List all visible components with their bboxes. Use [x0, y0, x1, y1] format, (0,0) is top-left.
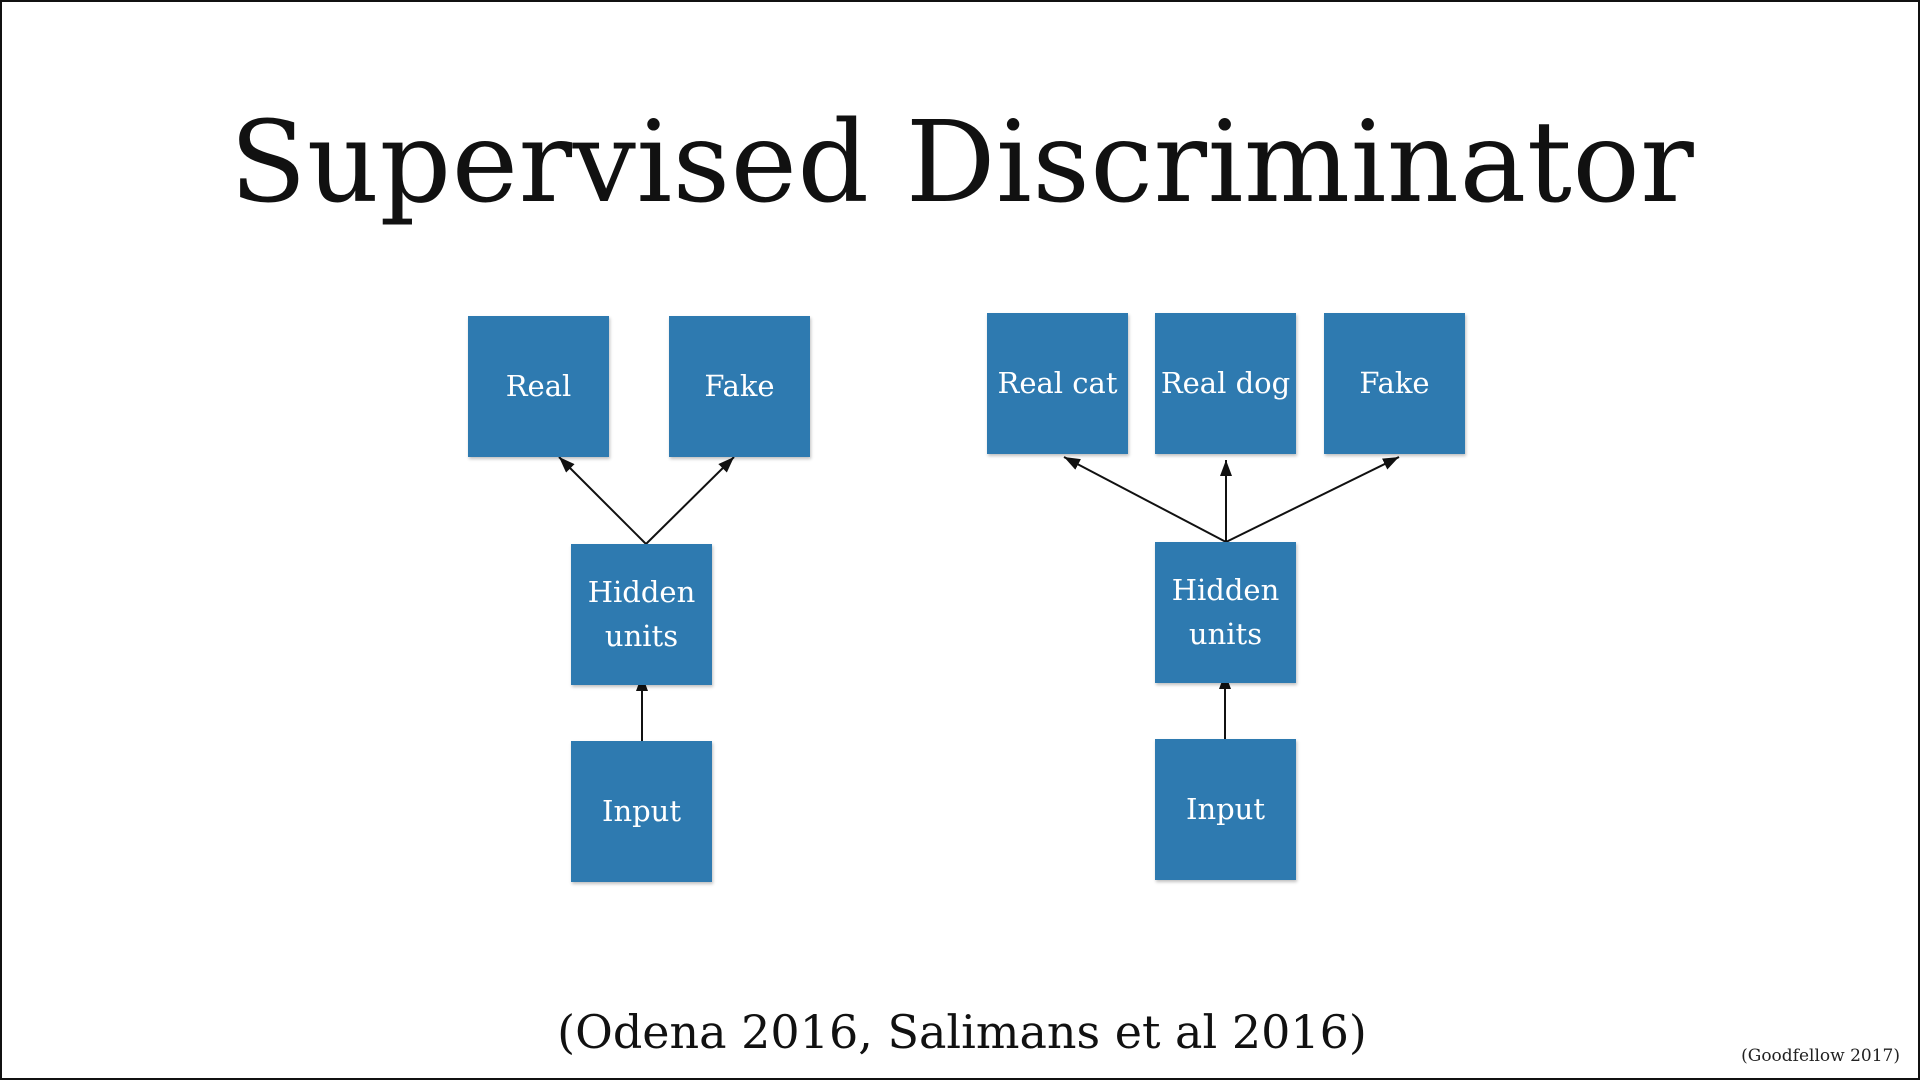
right-output-realcat-box: Real cat — [987, 313, 1128, 454]
left-hidden-units-label: Hidden units — [587, 575, 696, 653]
corner-note: (Goodfellow 2017) — [1741, 1046, 1900, 1066]
right-hidden-units-label: Hidden units — [1171, 573, 1280, 651]
slide-title: Supervised Discriminator — [229, 98, 1695, 228]
right-output-realcat-label: Real cat — [997, 365, 1118, 400]
left-hidden-units-box: Hidden units — [571, 544, 712, 685]
left-hidden-to-real-arrow — [558, 456, 647, 545]
left-output-fake-label: Fake — [704, 368, 775, 403]
left-output-real-label: Real — [505, 368, 572, 403]
left-input-label: Input — [601, 793, 682, 828]
left-output-fake-box: Fake — [669, 316, 810, 457]
right-output-realdog-label: Real dog — [1160, 365, 1291, 400]
right-output-fake-label: Fake — [1359, 365, 1430, 400]
citation: (Odena 2016, Salimans et al 2016) — [557, 1005, 1367, 1059]
right-input-label: Input — [1185, 791, 1266, 826]
right-hidden-to-realcat-arrow — [1063, 456, 1227, 543]
left-output-real-box: Real — [468, 316, 609, 457]
right-hidden-to-fake-arrow — [1225, 456, 1400, 543]
right-output-realdog-box: Real dog — [1155, 313, 1296, 454]
right-hidden-units-box: Hidden units — [1155, 542, 1296, 683]
right-input-box: Input — [1155, 739, 1296, 880]
left-hidden-to-fake-arrow — [645, 456, 735, 545]
left-input-box: Input — [571, 741, 712, 882]
right-output-fake-box: Fake — [1324, 313, 1465, 454]
